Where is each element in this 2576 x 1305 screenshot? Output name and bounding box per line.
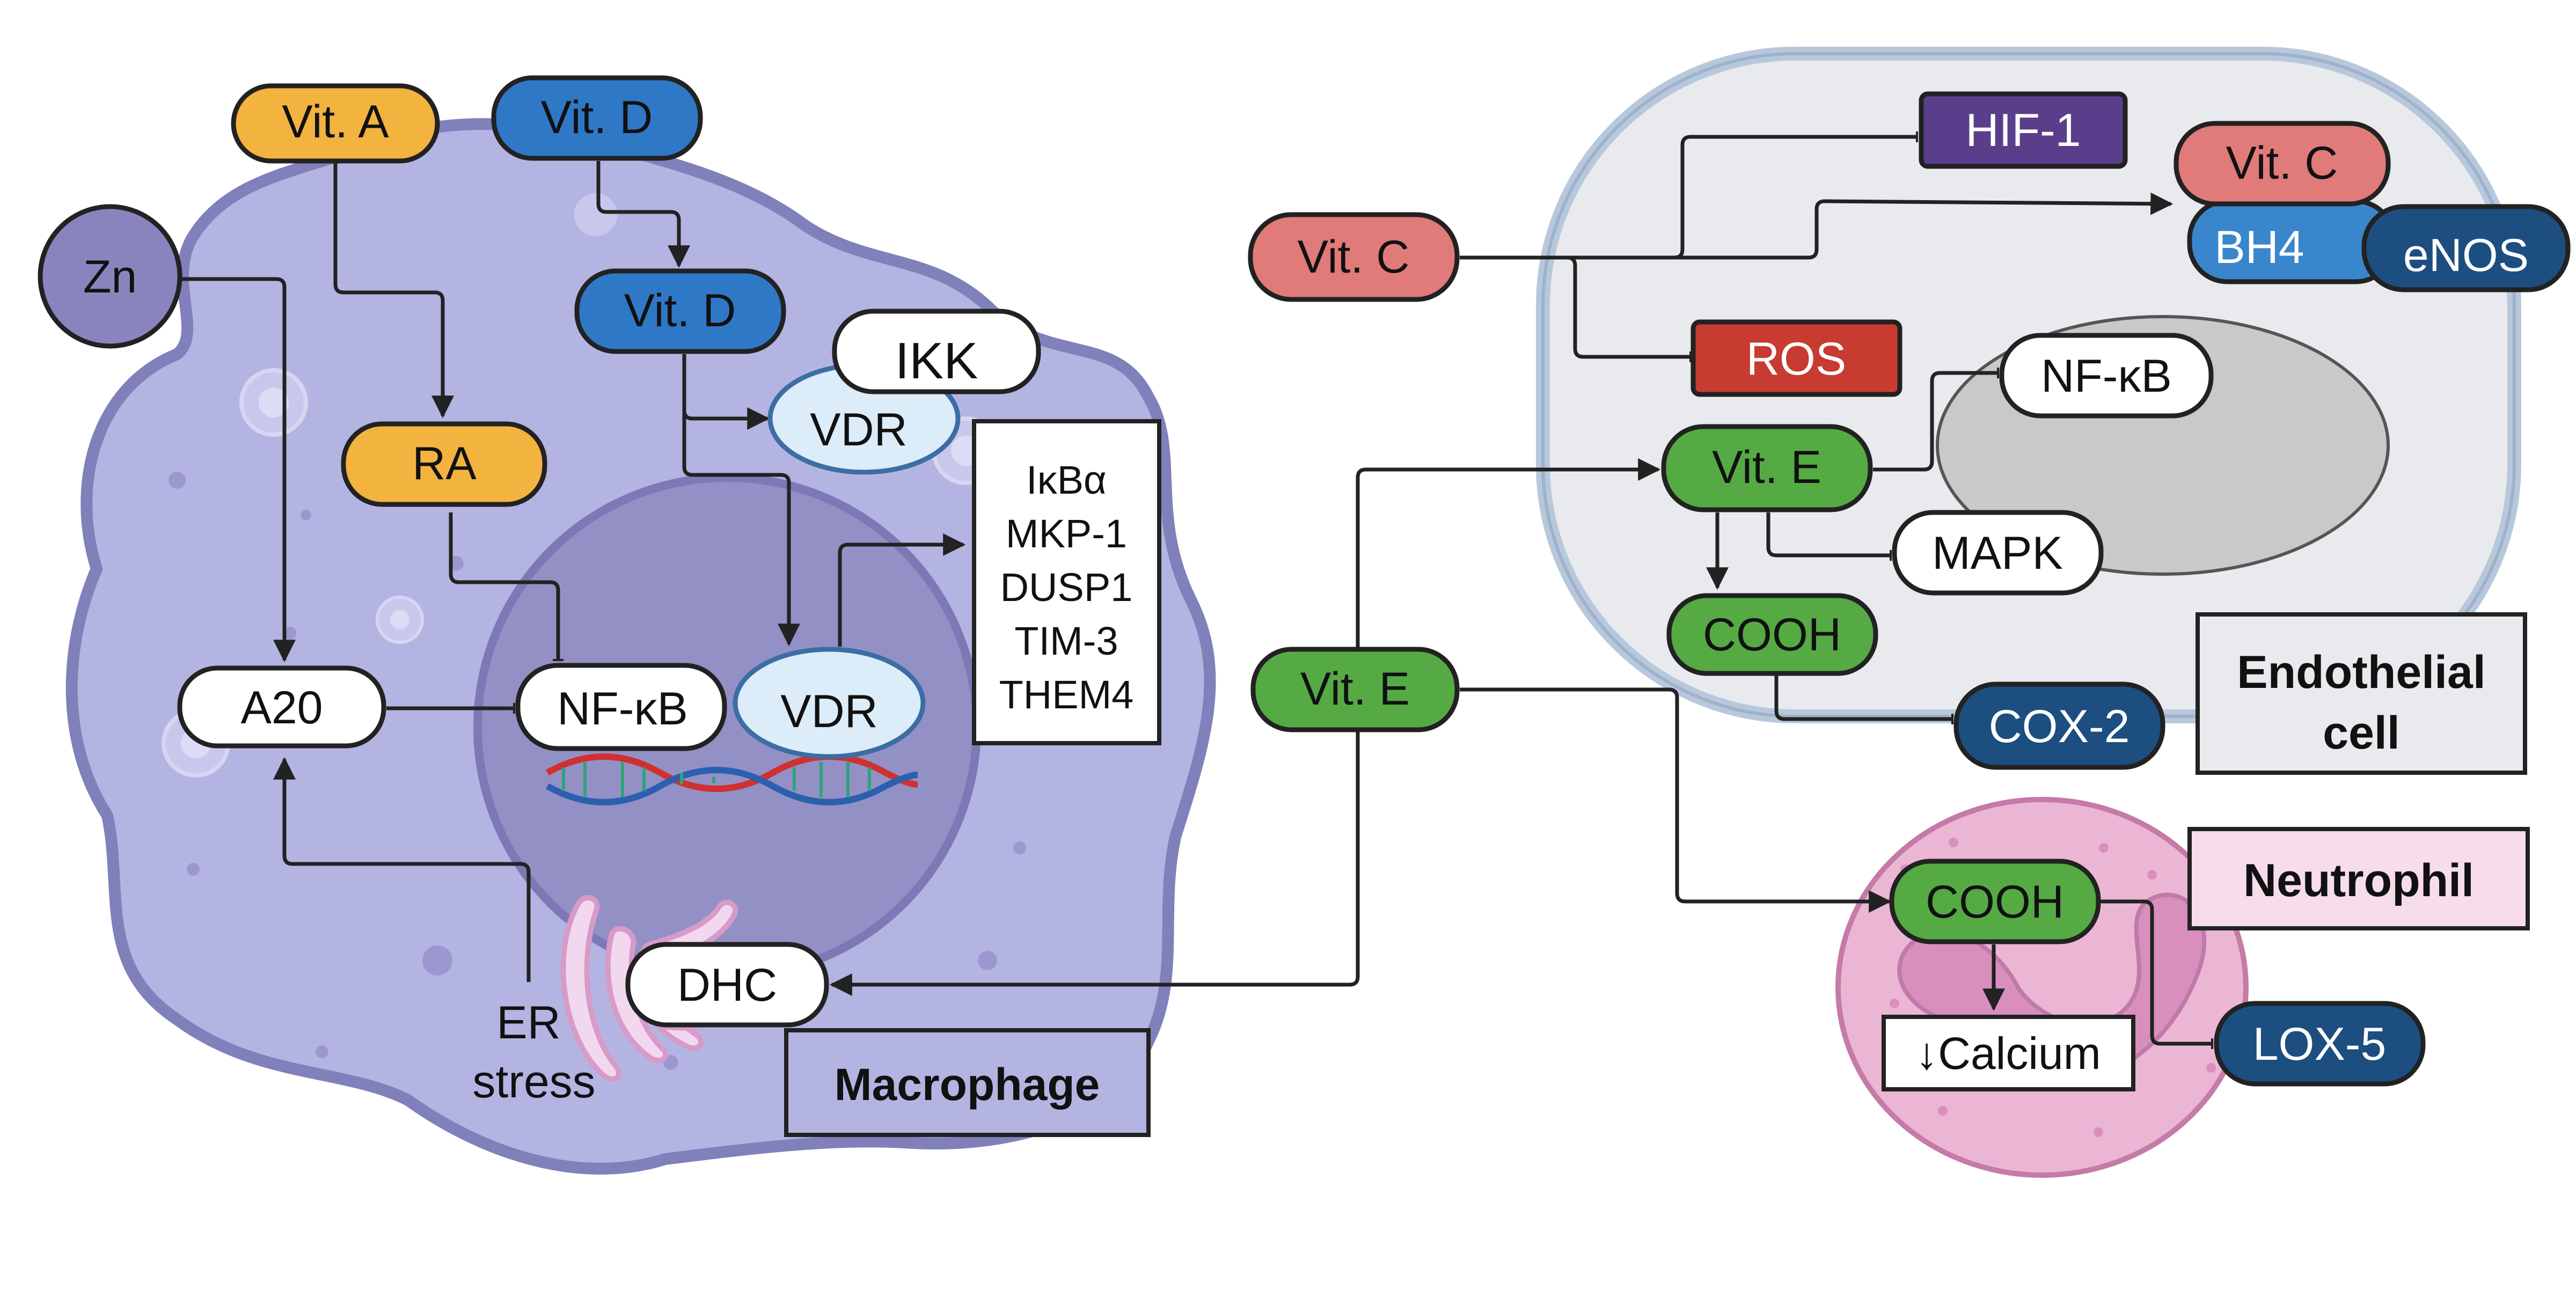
label-macrophage: Macrophage xyxy=(784,1028,1151,1137)
svg-text:NF-κB: NF-κB xyxy=(557,683,688,735)
svg-text:ER: ER xyxy=(496,997,560,1049)
node-hif1[interactable]: HIF-1 xyxy=(1919,91,2128,169)
target-gene: DUSP1 xyxy=(1000,565,1133,610)
node-ra[interactable]: RA xyxy=(341,421,547,507)
target-gene: MKP-1 xyxy=(1006,511,1127,556)
label-endothelial-cell: Endothelial cell xyxy=(2196,612,2527,775)
node-ros[interactable]: ROS xyxy=(1690,319,1902,397)
node-cooh-endothelial[interactable]: COOH xyxy=(1666,593,1878,676)
node-vit-e-inner[interactable]: Vit. E xyxy=(1661,424,1873,512)
svg-text:RA: RA xyxy=(412,438,477,489)
neutrophil-cell xyxy=(1835,797,2249,1178)
svg-text:Vit. A: Vit. A xyxy=(282,96,389,148)
label-er-stress: ER stress xyxy=(472,997,595,1108)
node-ikk[interactable]: IKK xyxy=(832,309,1041,394)
svg-text:MAPK: MAPK xyxy=(1932,527,2063,579)
svg-text:cell: cell xyxy=(2323,707,2399,759)
node-vit-c-outer[interactable]: Vit. C xyxy=(1248,212,1460,302)
svg-text:Vit. E: Vit. E xyxy=(1712,442,1821,493)
node-enos[interactable]: eNOS xyxy=(2361,204,2571,292)
node-vdr-nucleus[interactable]: VDR xyxy=(733,647,926,759)
node-calcium[interactable]: ↓Calcium xyxy=(1882,1015,2135,1091)
svg-text:stress: stress xyxy=(472,1056,595,1108)
node-vit-d-inner[interactable]: Vit. D xyxy=(574,268,786,354)
svg-text:Vit. D: Vit. D xyxy=(541,92,653,143)
node-vit-c-inner[interactable]: Vit. C xyxy=(2174,121,2391,207)
node-nfkb-endothelial[interactable]: NF-κB xyxy=(1999,333,2214,419)
node-dhc[interactable]: DHC xyxy=(625,942,829,1028)
target-gene: THEM4 xyxy=(999,672,1134,717)
svg-text:ROS: ROS xyxy=(1746,333,1846,385)
svg-text:HIF-1: HIF-1 xyxy=(1966,105,2081,156)
svg-text:Vit. D: Vit. D xyxy=(624,285,736,336)
target-genes-box: IκBα MKP-1 DUSP1 TIM-3 THEM4 xyxy=(972,419,1161,745)
svg-text:Vit. E: Vit. E xyxy=(1300,663,1410,715)
svg-text:A20: A20 xyxy=(240,682,323,734)
target-gene: TIM-3 xyxy=(1014,619,1118,663)
svg-text:NF-κB: NF-κB xyxy=(2041,350,2172,402)
svg-text:COOH: COOH xyxy=(1926,876,2064,928)
svg-text:Macrophage: Macrophage xyxy=(835,1059,1100,1110)
svg-text:VDR: VDR xyxy=(810,404,908,456)
svg-text:Vit. C: Vit. C xyxy=(2226,137,2338,189)
svg-text:Neutrophil: Neutrophil xyxy=(2243,855,2474,906)
svg-text:VDR: VDR xyxy=(780,686,878,737)
node-vit-d-outer[interactable]: Vit. D xyxy=(491,75,703,161)
node-vit-a[interactable]: Vit. A xyxy=(231,83,440,164)
node-cooh-neutrophil[interactable]: COOH xyxy=(1889,859,2101,944)
svg-text:eNOS: eNOS xyxy=(2403,230,2529,281)
svg-text:Zn: Zn xyxy=(83,251,137,303)
svg-text:Endothelial: Endothelial xyxy=(2237,647,2485,698)
svg-text:↓Calcium: ↓Calcium xyxy=(1915,1028,2101,1079)
node-mapk[interactable]: MAPK xyxy=(1892,510,2104,596)
node-a20[interactable]: A20 xyxy=(177,665,386,749)
node-vit-e-outer[interactable]: Vit. E xyxy=(1250,647,1460,732)
svg-text:Vit. C: Vit. C xyxy=(1298,231,1410,283)
svg-text:COX-2: COX-2 xyxy=(1989,701,2130,752)
svg-text:COOH: COOH xyxy=(1703,609,1841,661)
node-lox5[interactable]: LOX-5 xyxy=(2214,1001,2426,1087)
pathway-connectors xyxy=(180,131,2213,1049)
node-zn[interactable]: Zn xyxy=(38,204,182,349)
svg-text:IKK: IKK xyxy=(895,332,978,390)
node-nfkb-nucleus[interactable]: NF-κB xyxy=(515,663,727,751)
svg-text:BH4: BH4 xyxy=(2214,222,2304,273)
label-neutrophil: Neutrophil xyxy=(2187,827,2530,930)
svg-text:LOX-5: LOX-5 xyxy=(2253,1018,2387,1070)
node-cox2[interactable]: COX-2 xyxy=(1953,681,2165,770)
target-gene: IκBα xyxy=(1026,458,1107,502)
svg-text:DHC: DHC xyxy=(677,959,777,1011)
dna-icon xyxy=(546,753,918,805)
